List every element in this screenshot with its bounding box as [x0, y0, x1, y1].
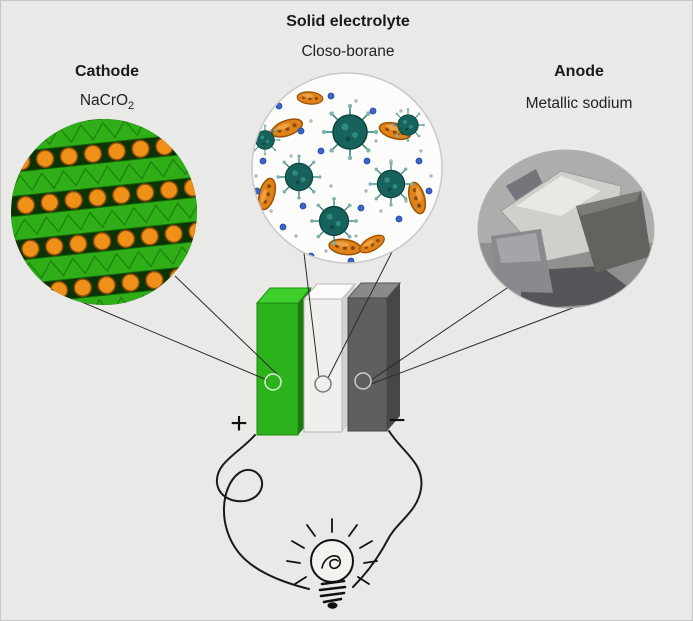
bulb-screw-base — [318, 579, 347, 604]
bulb-rays — [286, 518, 378, 585]
battery-stack — [255, 282, 402, 436]
anode-slab — [346, 282, 402, 432]
cathode-callout-lines — [50, 275, 280, 381]
cathode-connector-circle — [264, 373, 282, 391]
anode-photo-illustration — [477, 149, 655, 309]
cathode-formula-subscript: 2 — [128, 100, 135, 113]
anode-connector-circle — [354, 372, 372, 390]
electrolyte-subtitle: Closo-borane — [301, 43, 395, 60]
cathode-title: Cathode — [75, 63, 139, 80]
cathode-formula-base: NaCrO — [79, 92, 129, 109]
electrolyte-structure-illustration — [251, 72, 443, 264]
positive-terminal-label: + — [230, 407, 248, 440]
anode-title: Anode — [554, 63, 604, 80]
electrolyte-slab — [302, 283, 357, 433]
bulb-filament — [321, 555, 342, 570]
bulb-contact — [327, 602, 338, 609]
circuit-wires — [215, 430, 423, 590]
cathode-structure-illustration — [11, 119, 197, 305]
electrolyte-title: Solid electrolyte — [286, 13, 410, 30]
negative-terminal-label: − — [388, 404, 406, 437]
slab-connector-circles — [264, 372, 372, 393]
electrolyte-callout-lines — [303, 251, 393, 379]
electrolyte-connector-circle — [314, 375, 332, 393]
light-bulb-icon — [286, 518, 378, 609]
anode-subtitle: Metallic sodium — [525, 95, 633, 112]
positive-wire — [215, 434, 310, 590]
cathode-formula: NaCrO2 — [80, 92, 134, 112]
cathode-slab — [255, 287, 313, 436]
negative-wire — [352, 430, 423, 588]
